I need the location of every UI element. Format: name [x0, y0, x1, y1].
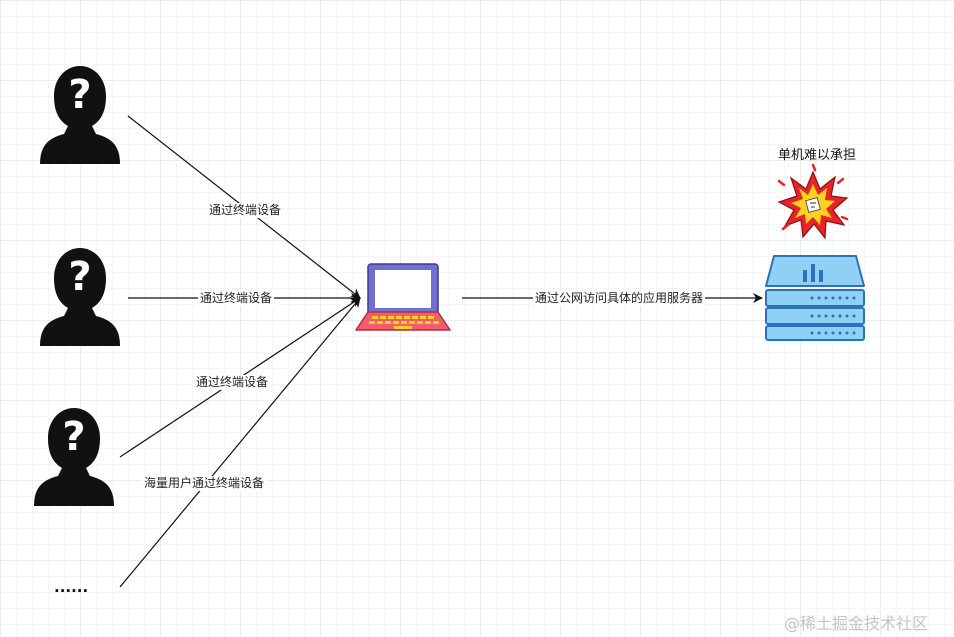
explosion-icon — [777, 163, 849, 240]
edge-label-user3: 通过终端设备 — [194, 375, 271, 390]
svg-text:?: ? — [62, 414, 85, 460]
laptop-icon — [355, 263, 451, 331]
edge-label-more-users: 海量用户通过终端设备 — [142, 476, 267, 491]
edge-label-terminal-to-server: 通过公网访问具体的应用服务器 — [533, 291, 706, 306]
more-users-ellipsis: ...... — [54, 578, 89, 596]
edge-more-users-to-terminal — [119, 297, 361, 588]
svg-text:?: ? — [68, 72, 91, 118]
server-icon — [765, 255, 865, 341]
svg-text:?: ? — [68, 254, 91, 300]
server-overload-label: 单机难以承担 — [778, 148, 857, 163]
edge-label-user1: 通过终端设备 — [207, 203, 284, 218]
anonymous-user-icon: ? — [40, 66, 120, 164]
edge-label-user2: 通过终端设备 — [198, 291, 275, 306]
watermark: @稀土掘金技术社区 — [784, 614, 929, 633]
anonymous-user-icon: ? — [34, 408, 114, 506]
anonymous-user-icon: ? — [40, 248, 120, 346]
